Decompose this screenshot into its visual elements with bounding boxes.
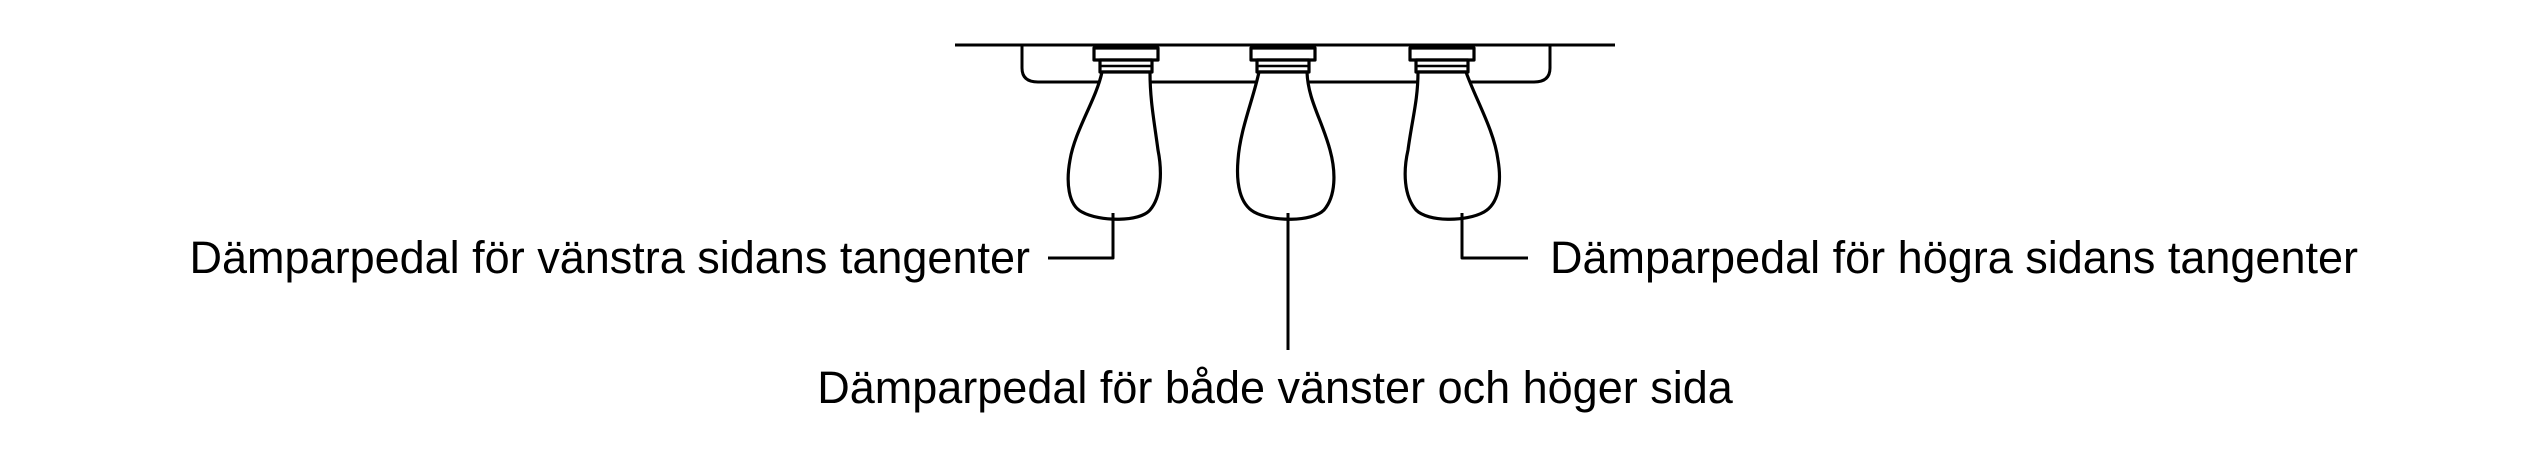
left-pedal bbox=[1066, 46, 1162, 221]
left-leader-line bbox=[1048, 213, 1115, 260]
label-left-damper-pedal: Dämparpedal för vänstra sidans tangenter bbox=[190, 232, 1030, 283]
label-center-damper-pedal: Dämparpedal för både vänster och höger s… bbox=[817, 362, 1734, 413]
right-leader-line bbox=[1460, 213, 1528, 260]
right-pedal bbox=[1403, 46, 1502, 221]
center-pedal bbox=[1235, 46, 1336, 221]
label-right-damper-pedal: Dämparpedal för högra sidans tangenter bbox=[1550, 232, 2358, 283]
